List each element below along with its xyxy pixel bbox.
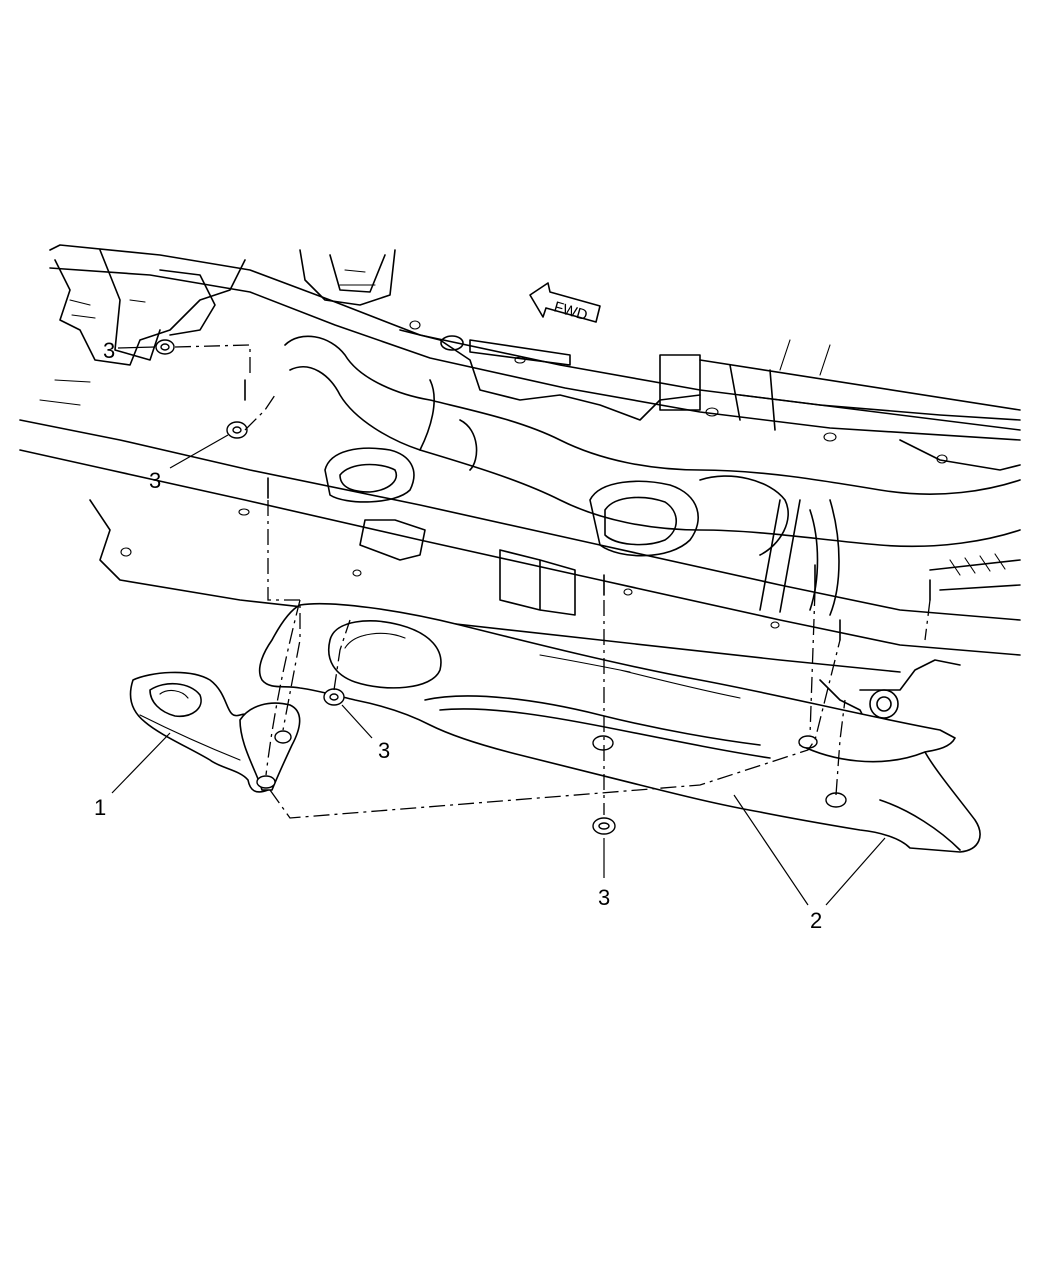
callout-1: 1 bbox=[94, 795, 106, 820]
part-2-heat-shield bbox=[258, 602, 981, 853]
fastener-hole-right bbox=[798, 735, 818, 749]
callout-labels: 3 3 3 3 1 2 bbox=[94, 338, 822, 933]
fastener-center-left bbox=[323, 688, 345, 706]
callout-3-bottom: 3 bbox=[598, 885, 610, 910]
fwd-label: FWD bbox=[552, 299, 590, 325]
fasteners bbox=[155, 339, 931, 835]
callout-3-center: 3 bbox=[378, 738, 390, 763]
fwd-direction-arrow: FWD bbox=[529, 282, 601, 325]
fastener-mid-left bbox=[226, 421, 248, 439]
vehicle-underbody bbox=[19, 244, 1021, 731]
fastener-top-left bbox=[155, 339, 175, 355]
fastener-hole-center bbox=[592, 735, 614, 751]
fastener-hole-far-right bbox=[825, 792, 847, 808]
fastener-bottom-center bbox=[592, 817, 616, 835]
callout-leaders bbox=[111, 346, 886, 906]
assembly-lines bbox=[174, 344, 931, 819]
callout-3-top-left: 3 bbox=[103, 338, 115, 363]
callout-2: 2 bbox=[810, 908, 822, 933]
arrow-left-icon bbox=[529, 282, 601, 323]
callout-3-mid-left: 3 bbox=[149, 468, 161, 493]
